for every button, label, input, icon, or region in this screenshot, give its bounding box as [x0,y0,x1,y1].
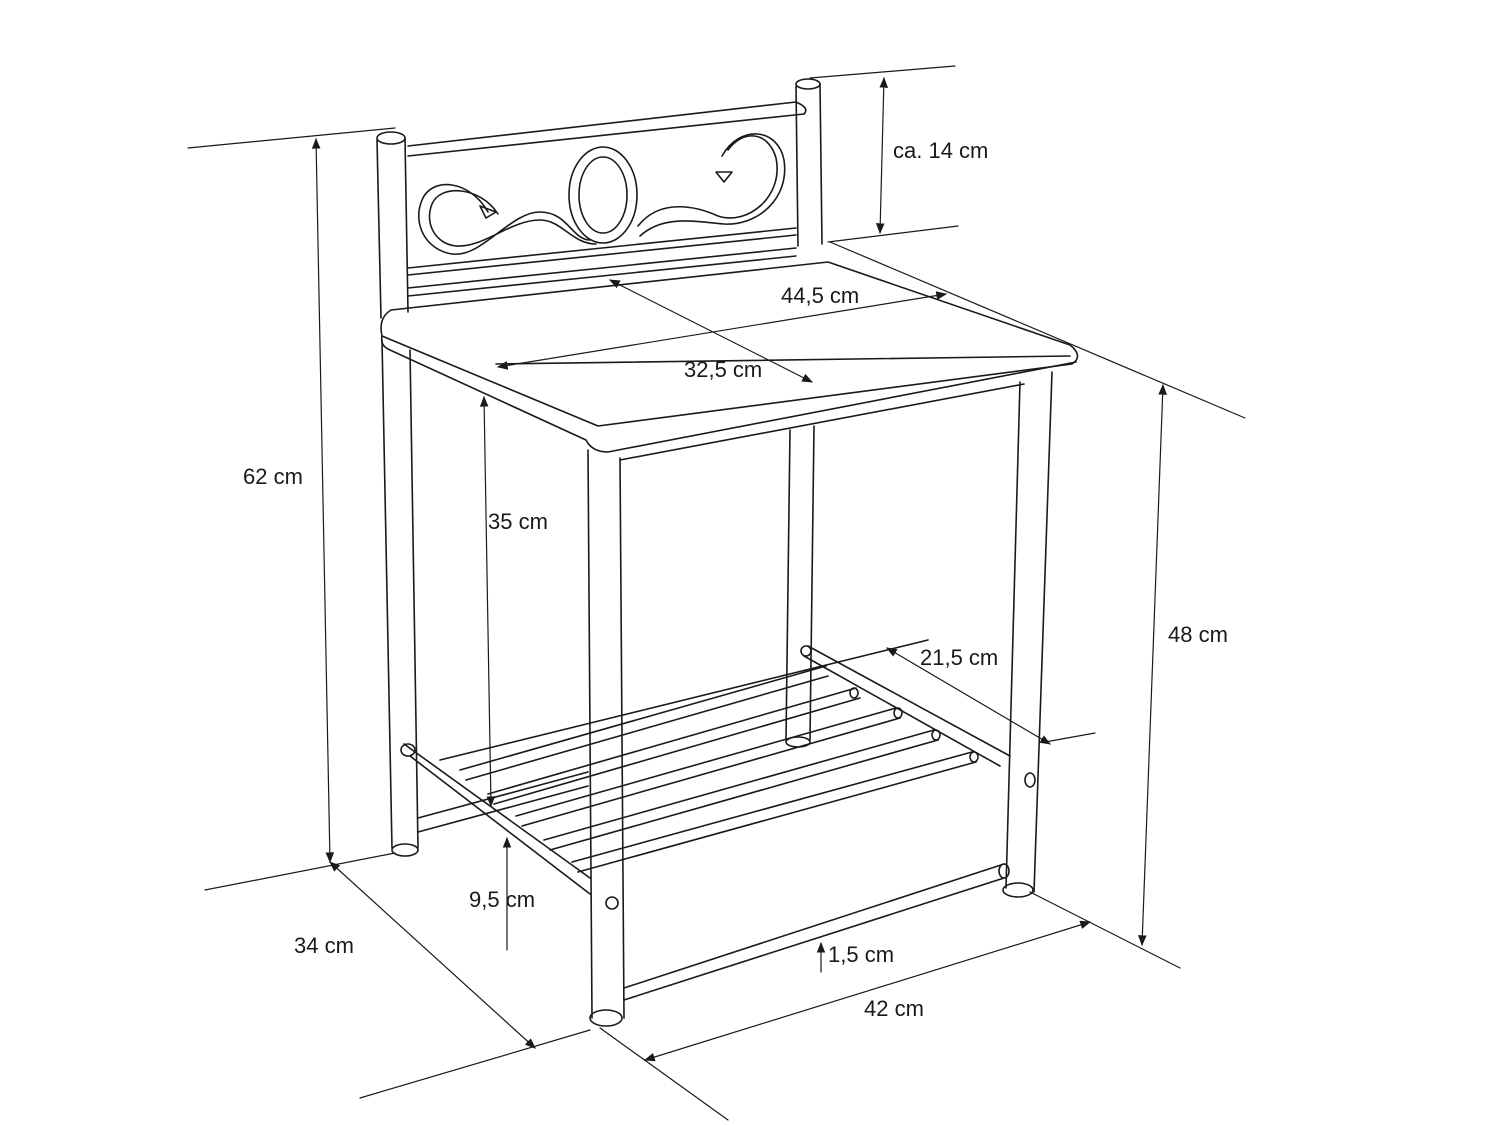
headboard [376,78,823,319]
dimension-top-width: 44,5 cm [781,283,860,308]
legs [381,339,1053,1027]
dimension-shelf-height: 9,5 cm [469,887,536,912]
dimension-table-height: 48 cm [1168,622,1228,647]
dimension-base-width: 42 cm [864,996,924,1021]
dimension-tube-diameter: 1,5 cm [828,942,895,967]
dimension-total-height: 62 cm [243,464,303,489]
dimension-shelf-depth: 21,5 cm [920,645,999,670]
dimension-base-depth: 34 cm [294,933,354,958]
lower-shelf [400,639,1011,1001]
dimension-underside-height: 35 cm [488,509,548,534]
dimension-top-depth: 32,5 cm [684,357,763,382]
extension-lines [187,65,1246,1121]
dimension-headboard-height: ca. 14 cm [893,138,989,163]
dimension-arrows [311,76,1167,1062]
